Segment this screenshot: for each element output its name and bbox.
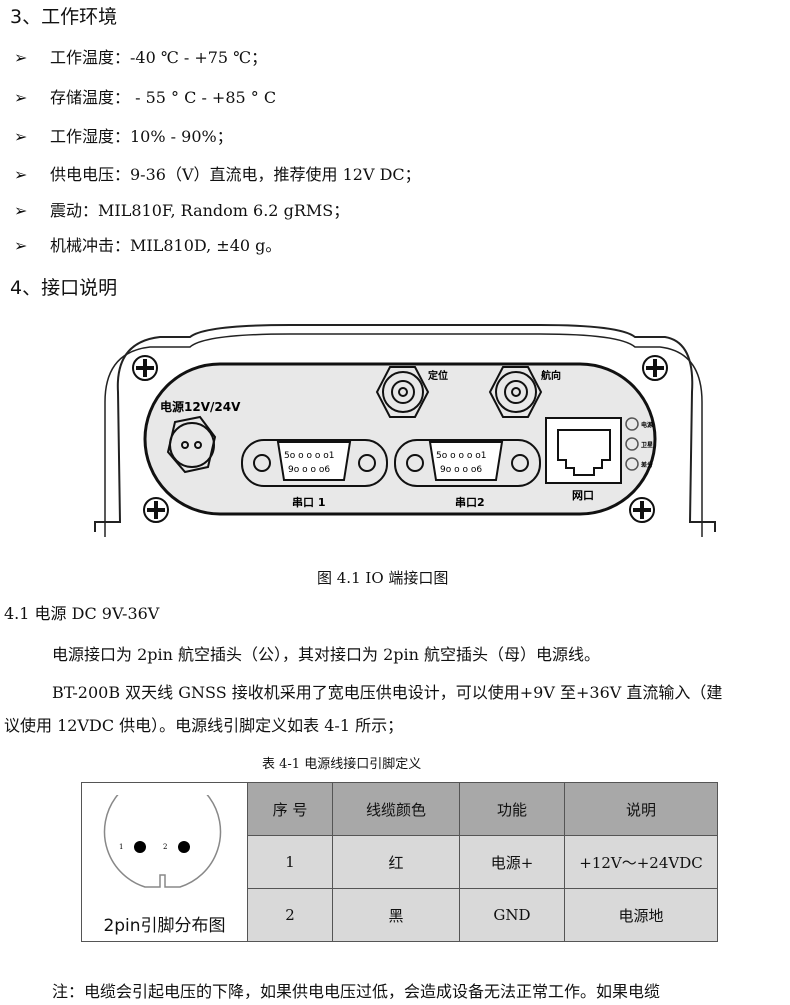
bullet-item: ➢工作温度：-40 ℃ - +75 ℃； xyxy=(14,48,268,67)
paragraph: BT-200B 双天线 GNSS 接收机采用了宽电压供电设计，可以使用+9V 至… xyxy=(52,683,723,702)
screw-icon xyxy=(132,355,158,381)
table-header-cell: 线缆颜色 xyxy=(332,782,460,836)
bullet-item: ➢存储温度： - 55 ° C - +85 ° C xyxy=(14,88,277,107)
subsection-4-1-title: 4.1 电源 DC 9V-36V xyxy=(4,604,160,623)
table-header-cell: 功能 xyxy=(459,782,565,836)
svg-text:卫星: 卫星 xyxy=(641,441,653,449)
io-interface-diagram: 电源12V/24V 定位 航向 5o o o o o1 9o o o o6 串口… xyxy=(94,324,716,537)
svg-text:差分: 差分 xyxy=(641,461,653,469)
power-pin-table: 1 2 2pin引脚分布图 序 号 线缆颜色 功能 说明 1 红 电源+ +12… xyxy=(81,772,718,942)
arrow-bullet-icon: ➢ xyxy=(14,127,28,146)
antenna-connector-icon xyxy=(375,366,430,418)
pin-layout-label: 2pin引脚分布图 xyxy=(103,916,226,936)
arrow-bullet-icon: ➢ xyxy=(14,165,28,184)
screw-icon xyxy=(642,355,668,381)
paragraph: 电源接口为 2pin 航空插头（公），其对接口为 2pin 航空插头（母）电源线… xyxy=(52,645,601,664)
pin-layout-image: 1 2 2pin引脚分布图 xyxy=(81,772,248,942)
svg-text:定位: 定位 xyxy=(428,369,448,382)
bullet-item: ➢震动：MIL810F, Random 6.2 gRMS； xyxy=(14,201,350,220)
table-header-cell: 说明 xyxy=(564,782,718,836)
svg-text:5o o o o o1: 5o o o o o1 xyxy=(284,451,334,461)
table-cell: 电源地 xyxy=(564,888,718,942)
power-connector-icon xyxy=(166,415,217,474)
svg-text:电源12V/24V: 电源12V/24V xyxy=(160,399,241,414)
bullet-item: ➢机械冲击：MIL810D, ±40 g。 xyxy=(14,236,282,255)
svg-text:9o o o o6: 9o o o o6 xyxy=(440,465,482,475)
note-paragraph: 注：电缆会引起电压的下降，如果供电电压过低，会造成设备无法正常工作。如果电缆 xyxy=(52,982,661,1001)
svg-text:网口: 网口 xyxy=(572,489,594,502)
serial-port-2-icon xyxy=(394,439,541,487)
paragraph: 议使用 12VDC 供电）。电源线引脚定义如表 4-1 所示； xyxy=(4,716,404,735)
led-indicator-icon xyxy=(625,417,639,471)
svg-text:串口2: 串口2 xyxy=(455,495,485,509)
svg-text:9o o o o6: 9o o o o6 xyxy=(288,465,330,475)
screw-icon xyxy=(629,497,655,523)
table-header-cell: 序 号 xyxy=(247,782,333,836)
arrow-bullet-icon: ➢ xyxy=(14,48,28,67)
table-cell: 1 xyxy=(247,835,333,889)
ethernet-port-icon xyxy=(545,417,622,484)
table-row: 2 黑 GND 电源地 xyxy=(82,888,718,942)
svg-text:串口 1: 串口 1 xyxy=(292,495,325,509)
table-cell: 黑 xyxy=(332,888,460,942)
arrow-bullet-icon: ➢ xyxy=(14,236,28,255)
table-cell: 红 xyxy=(332,835,460,889)
section-4-heading: 4、接口说明 xyxy=(10,277,118,299)
section-3-heading: 3、工作环境 xyxy=(10,6,118,28)
arrow-bullet-icon: ➢ xyxy=(14,201,28,220)
svg-text:航向: 航向 xyxy=(541,369,561,382)
svg-text:电源: 电源 xyxy=(641,421,653,429)
antenna-connector-icon xyxy=(488,366,543,418)
serial-port-1-icon xyxy=(241,439,388,487)
table-caption: 表 4-1 电源线接口引脚定义 xyxy=(262,757,422,772)
table-cell: GND xyxy=(459,888,565,942)
svg-text:1: 1 xyxy=(119,843,123,851)
bullet-item: ➢工作湿度：10% - 90%； xyxy=(14,127,233,146)
arrow-bullet-icon: ➢ xyxy=(14,88,28,107)
table-cell: +12V～+24VDC xyxy=(564,835,718,889)
figure-caption: 图 4.1 IO 端接口图 xyxy=(317,569,449,587)
svg-text:2: 2 xyxy=(163,843,167,851)
table-cell: 2 xyxy=(247,888,333,942)
table-cell: 电源+ xyxy=(459,835,565,889)
screw-icon xyxy=(143,497,169,523)
pin-layout-diagram: 1 2 xyxy=(103,772,221,888)
svg-text:5o o o o o1: 5o o o o o1 xyxy=(436,451,486,461)
bullet-item: ➢供电电压：9-36（V）直流电，推荐使用 12V DC； xyxy=(14,165,421,184)
table-row: 1 红 电源+ +12V～+24VDC xyxy=(82,835,718,889)
